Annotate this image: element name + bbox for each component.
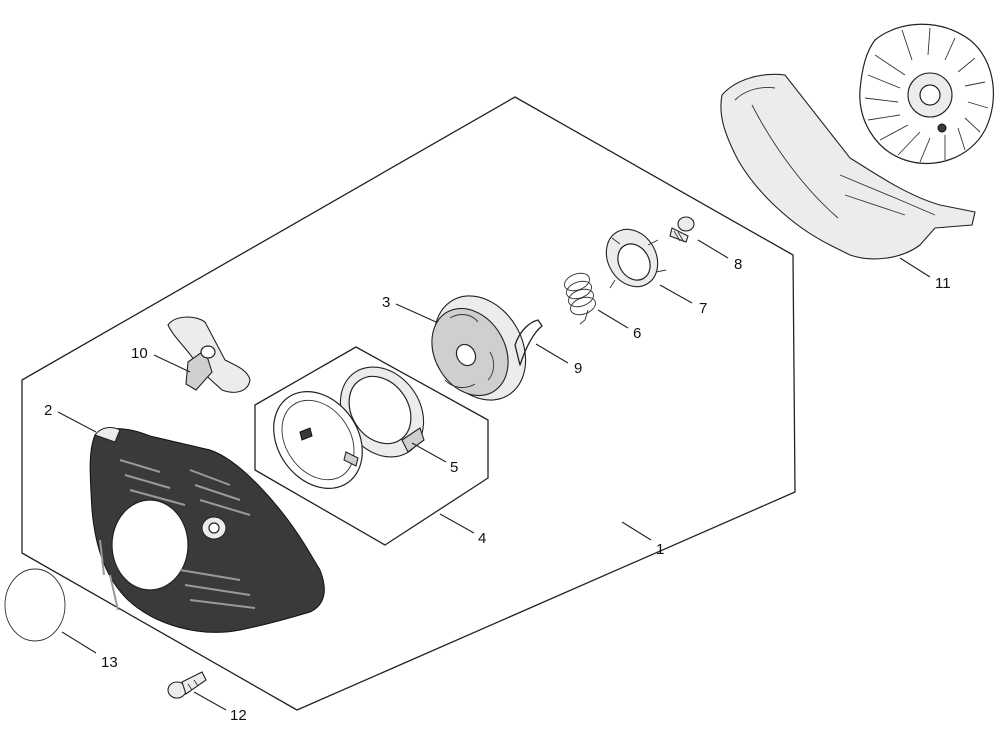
- callout-7: 7: [699, 300, 707, 317]
- part-3-pulley: [431, 295, 527, 401]
- leader-lines: [57, 239, 931, 711]
- part-11-flywheel-housing: [720, 23, 995, 260]
- leader-7: [659, 284, 693, 304]
- part-2-starter-cover: [89, 426, 325, 633]
- part-6-spring: [564, 272, 596, 325]
- leader-1: [621, 521, 652, 541]
- part-8-screw: [669, 216, 695, 243]
- leader-5: [411, 442, 447, 463]
- leader-12: [193, 691, 227, 711]
- leader-4: [439, 513, 475, 534]
- leader-9: [535, 343, 569, 364]
- callout-11: 11: [935, 275, 951, 292]
- callout-12: 12: [230, 707, 247, 724]
- assembly-outline-1: [21, 96, 796, 711]
- subassembly-outline-4: [254, 346, 489, 546]
- callout-13: 13: [101, 654, 118, 671]
- leader-3: [395, 303, 437, 323]
- callout-2: 2: [44, 402, 52, 419]
- part-9-rope: [514, 319, 543, 366]
- part-5-spring-case: [339, 366, 425, 458]
- leader-8: [697, 239, 729, 259]
- leader-10: [153, 354, 191, 373]
- callout-6: 6: [633, 325, 641, 342]
- callout-5: 5: [450, 459, 458, 476]
- part-7-ratchet: [605, 228, 667, 289]
- callout-8: 8: [734, 256, 742, 273]
- leader-6: [597, 309, 629, 329]
- leader-11: [899, 257, 931, 278]
- callout-4: 4: [478, 530, 486, 547]
- callout-9: 9: [574, 360, 582, 377]
- part-12-bolt: [167, 671, 207, 699]
- leader-13: [61, 631, 97, 654]
- callout-10: 10: [131, 345, 148, 362]
- callout-1: 1: [656, 541, 664, 558]
- part-13-decal: [4, 568, 66, 642]
- part-4-recoil-spring: [273, 391, 363, 489]
- leader-2: [57, 411, 97, 433]
- part-10-handle: [167, 316, 251, 393]
- callout-3: 3: [382, 294, 390, 311]
